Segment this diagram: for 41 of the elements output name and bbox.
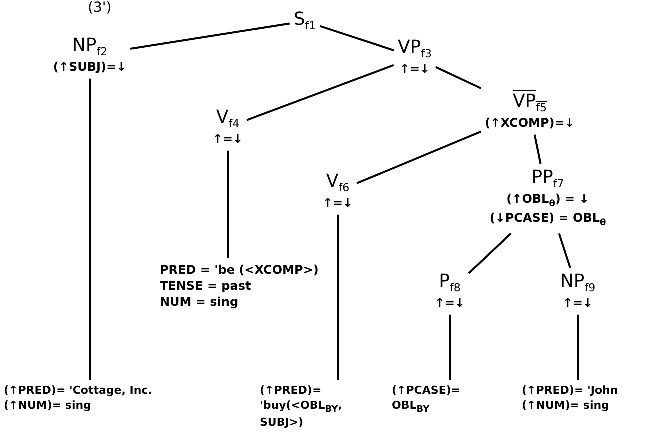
example-number: (3') (88, 0, 112, 16)
category-label: S$_{f1}$ (294, 10, 316, 33)
feature-equation: ↑=↓ (322, 194, 354, 211)
tree-branch (246, 64, 394, 122)
feature-equation: ↑=↓ (212, 130, 244, 147)
feature-equation: (↓PCASE) = OBL$_{θ}$ (490, 210, 606, 230)
feature-equation: ↑=↓ (562, 294, 594, 311)
feature-equation: (↑NUM)= sing (4, 398, 92, 414)
feature-equation: ↑=↓ (400, 60, 430, 77)
category-label: PP$_{f7}$ (532, 168, 564, 191)
feature-equation: (↑XCOMP)=↓ (485, 114, 575, 131)
tree-branch (320, 25, 394, 52)
tree-branch (577, 314, 579, 380)
tree-branch (130, 22, 290, 50)
feature-equation: (↑OBL$_{θ}$) = ↓ (506, 190, 590, 210)
tree-branch (468, 233, 512, 274)
feature-equation: (↑PRED)= 'John (522, 384, 618, 399)
feature-equation: (↑SUBJ)=↓ (53, 58, 127, 75)
category-label: VP$_{f5}$ (512, 92, 548, 115)
category-label: P$_{f8}$ (439, 272, 461, 295)
tree-branch (227, 150, 229, 258)
tree-branch (558, 233, 572, 268)
feature-equation: (↑PRED)= 'buy(<OBL$_{BY}$, SUBJ>) (260, 384, 344, 432)
category-label: VP$_{f3}$ (398, 38, 432, 61)
feature-equation: PRED = 'be (<XCOMP>) (160, 262, 319, 278)
category-label: V$_{f6}$ (326, 172, 350, 195)
tree-branch (337, 214, 339, 380)
tree-branch (449, 314, 451, 380)
tree-branch (436, 66, 482, 90)
category-label: V$_{f4}$ (216, 108, 240, 131)
category-label: NP$_{f2}$ (72, 36, 108, 59)
feature-equation: (↑PCASE)= OBL$_{BY}$ (392, 384, 462, 416)
feature-equation: ↑=↓ (434, 294, 466, 311)
tree-branch (534, 134, 542, 164)
feature-equation: TENSE = past (160, 278, 252, 294)
category-label: NP$_{f9}$ (560, 272, 596, 295)
feature-equation: (↑PRED)= 'Cottage, Inc. (4, 384, 152, 399)
tree-branch (89, 78, 91, 380)
feature-equation: NUM = sing (160, 294, 239, 311)
tree-branch (356, 130, 482, 184)
feature-equation: (↑NUM)= sing (522, 398, 610, 414)
